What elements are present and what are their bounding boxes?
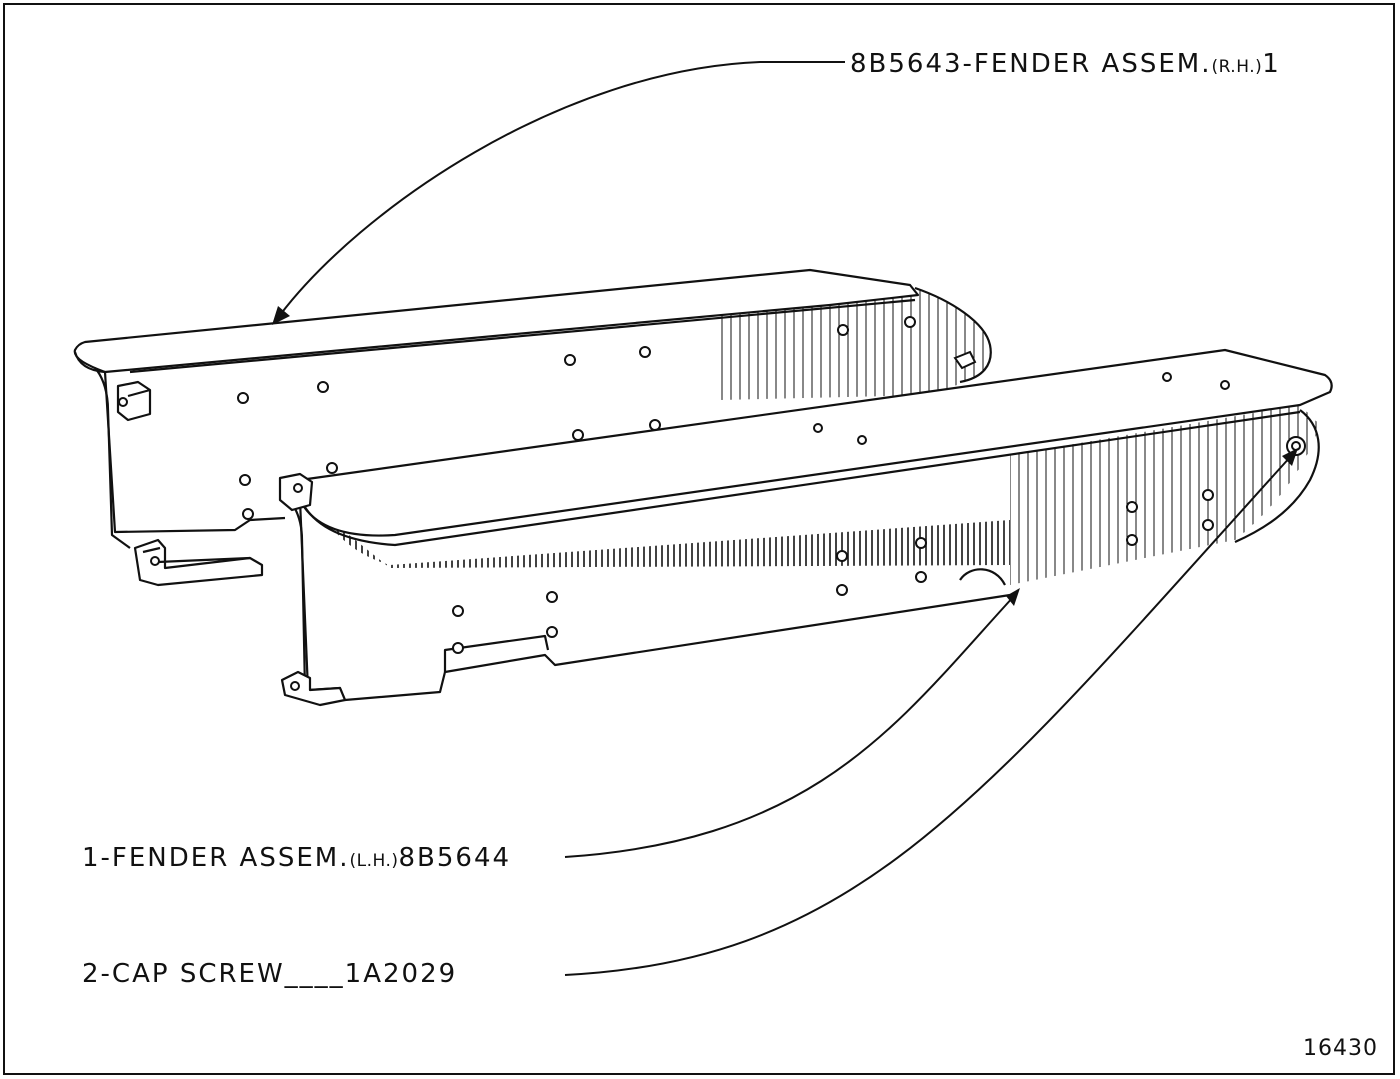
rh-arrowhead <box>272 306 290 325</box>
cap-part-number: 1A2029 <box>344 959 458 989</box>
rh-side: (R.H.) <box>1211 57 1263 77</box>
rh-stud <box>953 350 977 370</box>
rh-foot-bracket <box>133 538 264 587</box>
page-border <box>3 3 1395 1075</box>
lh-fender-bolt-holes <box>290 372 1230 691</box>
cap-quantity: 2 <box>82 959 101 989</box>
lh-foot-bracket <box>280 670 347 707</box>
lh-fender-drawing <box>278 348 1333 707</box>
cap-screw-leader-line <box>564 454 1293 976</box>
rh-quantity: 1 <box>1262 49 1281 79</box>
lh-description: -FENDER ASSEM. <box>100 843 350 873</box>
rh-fender-bolt-holes <box>118 316 916 566</box>
lh-leader-line <box>564 594 1016 858</box>
rh-leader-line <box>279 61 845 316</box>
rh-fender-drawing <box>73 268 992 587</box>
lh-arrowhead <box>1006 588 1020 606</box>
rh-description: -FENDER ASSEM. <box>962 49 1212 79</box>
cap-screw-callout: 2-CAP SCREW____1A2029 <box>82 961 457 987</box>
rh-fender-callout: 8B5643-FENDER ASSEM.(R.H.)1 <box>850 51 1281 77</box>
cap-description: -CAP SCREW____ <box>100 959 345 989</box>
rh-part-number: 8B5643 <box>850 49 963 79</box>
lh-fender-callout: 1-FENDER ASSEM.(L.H.)8B5644 <box>82 845 511 871</box>
lh-part-number: 8B5644 <box>398 843 512 873</box>
leader-lines <box>272 61 1298 976</box>
lh-quantity: 1 <box>82 843 101 873</box>
rh-fender-side-panel <box>103 371 286 534</box>
cap-screw-arrowhead <box>1282 448 1298 466</box>
figure-number: 16430 <box>1303 1036 1378 1061</box>
lh-side: (L.H.) <box>349 851 399 871</box>
